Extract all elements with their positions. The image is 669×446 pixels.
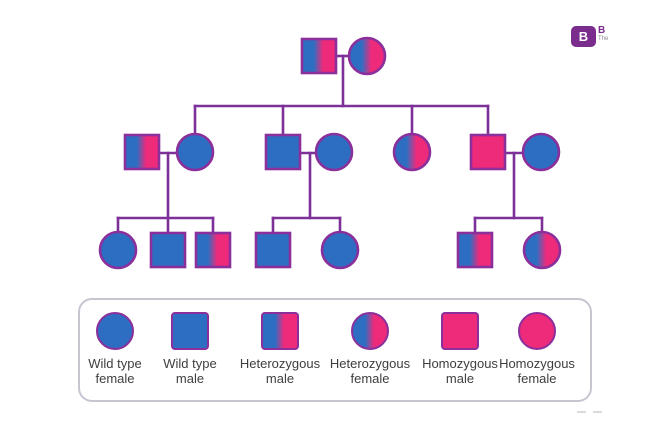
wild-type-female-icon — [96, 312, 134, 350]
individual-III-1-wild-circle — [98, 230, 138, 270]
heterozygous-male-icon — [261, 312, 299, 350]
individual-II-1-heterozygous-square — [123, 133, 161, 171]
pedigree-connector-lines — [116, 54, 544, 235]
individual-III-6-heterozygous-square — [456, 231, 494, 269]
individual-III-7-heterozygous-circle — [522, 230, 562, 270]
individual-II-2-wild-circle — [175, 132, 215, 172]
byjus-logo-mark-icon: B — [571, 26, 596, 47]
wild-type-male-icon — [171, 312, 209, 350]
individual-II-5-heterozygous-circle — [392, 132, 432, 172]
legend-box — [78, 298, 592, 402]
individual-III-3-heterozygous-square — [194, 231, 232, 269]
individual-I-2-heterozygous-circle — [347, 36, 387, 76]
logo-brand-text: B — [598, 25, 606, 36]
individual-I-1-heterozygous-square — [300, 37, 338, 75]
homozygous-male-icon — [441, 312, 479, 350]
heterozygous-female-icon — [351, 312, 389, 350]
individual-II-6-homozygous-square — [469, 133, 507, 171]
individual-III-5-wild-circle — [320, 230, 360, 270]
byjus-logo: B B The — [571, 26, 608, 47]
watermark-dash — [577, 411, 586, 413]
individual-II-3-wild-square — [264, 133, 302, 171]
logo-mark-letter: B — [578, 29, 589, 44]
pedigree-individuals — [98, 36, 562, 270]
individual-III-2-wild-square — [149, 231, 187, 269]
individual-III-4-wild-square — [254, 231, 292, 269]
homozygous-female-icon — [518, 312, 556, 350]
watermark-dashes — [577, 411, 602, 413]
individual-II-7-wild-circle — [521, 132, 561, 172]
logo-tagline-text: The — [598, 36, 609, 42]
watermark-dash — [593, 411, 602, 413]
individual-II-4-wild-circle — [314, 132, 354, 172]
